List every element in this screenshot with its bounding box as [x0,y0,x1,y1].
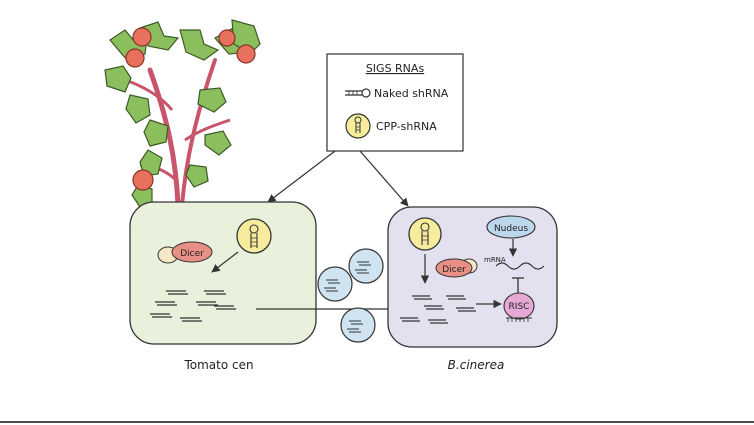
fungal-sirna-duplexes [400,295,476,324]
tomato-cpp-hairpin [236,218,272,254]
extracellular-vesicles [317,248,384,343]
vesicle [348,248,384,284]
fungal-cell-caption: B.cinerea [448,358,505,372]
legend-box: SIGS RNAs Naked shRNA CPP-shRNA [326,53,464,152]
legend-title: SIGS RNAs [366,62,425,75]
fungal-cpp-hairpin [408,217,442,251]
tomato-cell: Dicer Tomato cen [129,201,317,372]
svg-text:Dicer: Dicer [442,265,466,275]
legend-item-cpp-shrna: CPP-shRNA [376,120,437,133]
mrna-label: mRNA [484,256,506,264]
tomato-cell-caption: Tomato cen [183,358,253,372]
fungal-cell: Dicer Nudeus mRNA RISC [387,206,558,372]
fungal-nucleus: Nudeus [486,215,536,239]
hairpin-icon [345,88,371,98]
fungal-dicer: Dicer [435,258,478,278]
risc-complex: RISC [503,292,535,322]
arrow-legend-to-tomato [267,150,336,203]
tomato-dicer: Dicer [157,241,213,264]
svg-text:Dicer: Dicer [180,249,204,259]
inhibition-symbol [512,277,524,293]
cpp-hairpin-icon [345,113,371,139]
svg-text:RISC: RISC [509,302,530,312]
arrow-legend-to-fungus [359,150,409,207]
vesicle [340,307,376,343]
svg-text:Nudeus: Nudeus [494,224,528,234]
vesicle [317,266,353,302]
arrow-hairpin-to-dicer [211,251,239,273]
bottom-divider [0,421,754,423]
tomato-sirna-duplexes [150,290,236,322]
mrna-strand [495,262,545,270]
legend-item-naked-shrna: Naked shRNA [374,87,449,100]
tomato-plant-illustration [104,19,261,208]
